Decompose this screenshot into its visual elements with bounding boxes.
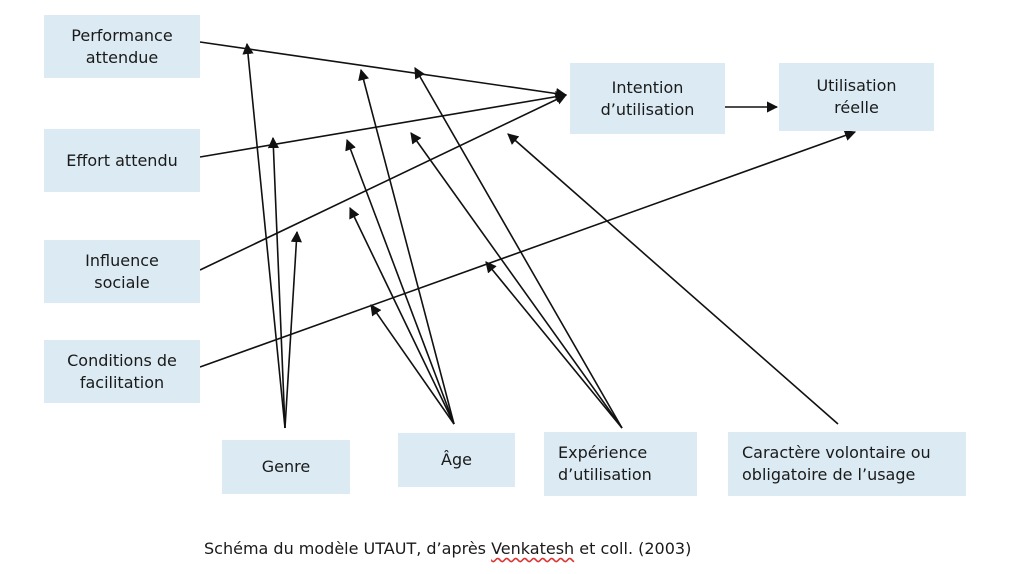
arrow-effort-intention [199,91,568,158]
caption-author: Venkatesh [491,539,575,558]
performance-attendue-box: Performance attendue [44,15,200,78]
caractere-volontaire-box: Caractère volontaire ou obligatoire de l… [728,432,966,496]
utilisation-reelle-label: Utilisation réelle [816,76,897,117]
conditions-facilitation-box: Conditions de facilitation [44,340,200,403]
influence-sociale-box: Influence sociale [44,240,200,303]
age-label: Âge [441,450,472,469]
arrow-influence-intention [199,94,568,271]
arrow-age-m1 [358,68,455,425]
arrow-conditions-utilisation [199,130,857,368]
utilisation-reelle-box: Utilisation réelle [779,63,934,131]
experience-utilisation-label: Expérience d’utilisation [558,443,652,484]
conditions-facilitation-label: Conditions de facilitation [67,350,177,392]
influence-sociale-label: Influence sociale [85,250,159,292]
arrow-age-m4 [370,304,455,425]
caption-suffix: et coll. (2003) [574,539,692,558]
figure-caption: Schéma du modèle UTAUT, d’après Venkates… [204,538,691,560]
effort-attendu-label: Effort attendu [66,150,178,170]
arrow-genre-m1 [242,42,286,429]
intention-utilisation-box: Intention d’utilisation [570,63,725,134]
arrow-experience-m3 [485,261,623,429]
arrow-experience-m2 [410,132,623,429]
genre-box: Genre [222,440,350,494]
caractere-volontaire-label: Caractère volontaire ou obligatoire de l… [742,443,931,484]
arrow-experience-m1 [414,67,623,429]
genre-label: Genre [261,457,311,476]
performance-attendue-label: Performance attendue [71,25,173,67]
arrow-age-m2 [345,138,455,425]
arrow-performance-intention [199,41,568,100]
caption-prefix: Schéma du modèle UTAUT, d’après [204,539,492,558]
arrow-caractere-m1 [507,133,839,425]
arrow-genre-m2 [267,136,286,429]
effort-attendu-box: Effort attendu [44,129,200,192]
experience-utilisation-box: Expérience d’utilisation [544,432,697,496]
arrow-genre-m3 [284,230,302,429]
arrow-age-m3 [349,206,455,425]
intention-utilisation-label: Intention d’utilisation [600,77,695,119]
age-box: Âge [398,433,515,487]
